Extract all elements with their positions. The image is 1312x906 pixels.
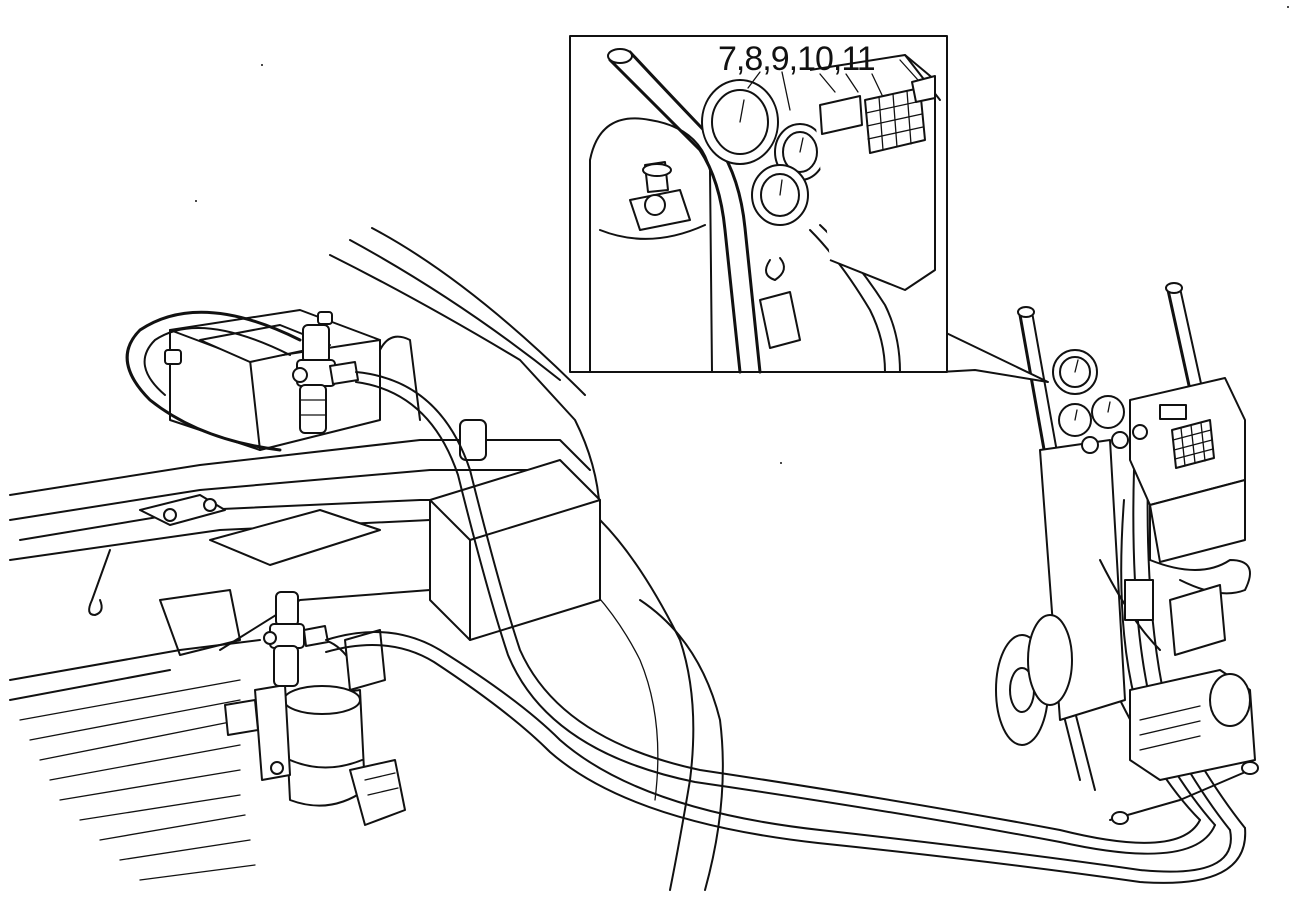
detail-inset: 7,8,9,10,11 [569,35,1049,383]
high-pressure-coupler [292,324,359,434]
engine-bay [9,227,724,891]
keypad [1171,419,1215,469]
inset-large-gauge-icon [701,79,779,165]
low-pressure-coupler [263,591,329,687]
service-hoses [325,371,1247,884]
ac-service-station [995,282,1259,825]
inset-keypad [864,87,926,154]
inset-low-side-gauge-icon [751,164,809,226]
callout-label: 7,8,9,10,11 [718,40,875,78]
